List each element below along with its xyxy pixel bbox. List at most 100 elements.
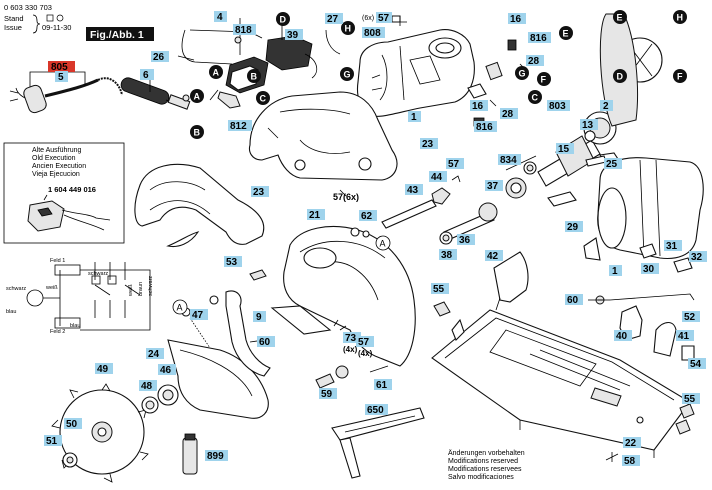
wire-label-schwarz-2: schwarz [6,286,26,292]
fig-label: Fig./Abb. 1 [90,29,144,41]
part-label-899: 899 [207,451,224,462]
old-exec-line-3: Ancien Execution [32,163,86,170]
callout-h-2: H [677,13,684,23]
saw-blade [51,383,159,483]
part-label-9: 9 [256,312,262,323]
part-label-57-top: 57 [378,13,390,24]
callout-d-1: D [280,15,287,25]
issue-label: Issue [4,23,22,32]
callout-e-1: E [563,29,569,39]
part-label-62: 62 [361,211,373,222]
part-label-44: 44 [431,172,443,183]
part-label-49: 49 [97,364,109,375]
wire-label-blau-2: blau [70,323,80,329]
part-label-41: 41 [678,331,690,342]
callout-f-2: F [677,72,683,82]
old-exec-line-1: Alte Ausführung [32,147,82,154]
part-label-808: 808 [364,28,381,39]
part-label-60-right: 60 [567,295,579,306]
part-label-13: 13 [582,120,594,131]
callout-c-2: C [532,93,539,103]
part-label-23-left: 23 [253,187,265,198]
part-label-1-top: 1 [411,112,417,123]
callout-b-2: B [194,128,201,138]
part-label-46: 46 [160,365,172,376]
callout-g-1: G [344,70,351,80]
footer-line-1: Änderungen vorbehalten [448,449,525,457]
riving-knife [493,251,529,311]
fig-label-box [86,27,154,41]
stand-label: Stand [4,14,24,23]
part-label-59: 59 [321,389,333,400]
part-label-31: 31 [666,241,678,252]
handle-housing [248,91,398,197]
part-label-37: 37 [487,181,499,192]
part-label-803: 803 [549,101,566,112]
part-label-22: 22 [625,438,637,449]
spindle-parts [362,177,527,245]
callout-e-2: E [617,13,623,23]
retract-lever [181,269,271,377]
callout-f-1: F [541,75,547,85]
part-label-57-mid: 57 [448,159,460,170]
handle-cover [134,163,265,248]
part-label-25: 25 [606,159,618,170]
power-cord-group [9,71,191,114]
part-label-42: 42 [487,251,499,262]
part-label-15: 15 [558,144,570,155]
part-label-47: 47 [192,310,204,321]
part-label-21: 21 [309,210,321,221]
old-exec-part-number: 1 604 449 016 [48,185,96,194]
brush-holder-group [467,39,527,127]
part-label-55-right: 55 [684,394,696,405]
part-label-57-low: 57 [358,337,370,348]
wire-label-feld1: Feld 1 [50,258,65,264]
part-label-61: 61 [376,380,388,391]
part-labels: 805 5 6 26 4 818 812 39 27 (6x) 57 808 1… [44,11,707,467]
wiring-diagram: Feld 1 Feld 2 schwarz schwarz weiß blau … [6,258,154,335]
wire-label-schwarz-1: schwarz [88,271,108,277]
callout-b-1: B [251,72,258,82]
part-label-6: 6 [143,70,149,81]
screws [249,175,695,462]
old-exec-line-4: Vieja Ejecucion [32,171,80,178]
part-label-16-top: 16 [510,14,522,25]
rip-guide [331,407,425,479]
part-label-40: 40 [616,331,628,342]
part-label-4: 4 [217,12,223,23]
base-plate [431,309,691,458]
part-label-816-top: 816 [530,33,547,44]
part-label-2: 2 [603,101,609,112]
doc-number: 0 603 330 703 [4,3,52,12]
blade-guard [270,226,416,367]
part-label-58: 58 [624,456,636,467]
part-label-55-left: 55 [433,284,445,295]
callout-a-2: A [194,92,201,102]
part-label-60-left: 60 [259,337,271,348]
part-label-48: 48 [141,381,153,392]
part-label-39: 39 [287,30,299,41]
wire-label-braun: braun [138,282,144,296]
part-label-36: 36 [459,235,471,246]
part-label-28: 28 [502,109,514,120]
footer-line-3: Modifications reservees [448,466,522,473]
part-label-73: 73 [345,333,357,344]
part-label-1-right: 1 [612,266,618,277]
issue-date: 09-11-30 [42,23,71,32]
header: 0 603 330 703 Stand Issue 09-11-30 Fig./… [4,3,154,41]
part-label-38: 38 [441,250,453,261]
wire-label-weiss: weiß [45,285,58,291]
part-label-816: 816 [476,122,493,133]
callout-a-1: A [213,68,220,78]
footer-line-4: Salvo modificaciones [448,474,514,481]
callout-a-3: A [380,239,386,249]
callout-g-2: G [519,69,526,79]
part-label-32: 32 [691,252,703,263]
part-label-5: 5 [58,72,64,83]
callout-a-4: A [177,303,183,313]
callout-h-1: H [345,24,352,34]
part-label-27: 27 [327,14,339,25]
part-label-812: 812 [230,121,247,132]
part-label-26: 26 [153,52,165,63]
